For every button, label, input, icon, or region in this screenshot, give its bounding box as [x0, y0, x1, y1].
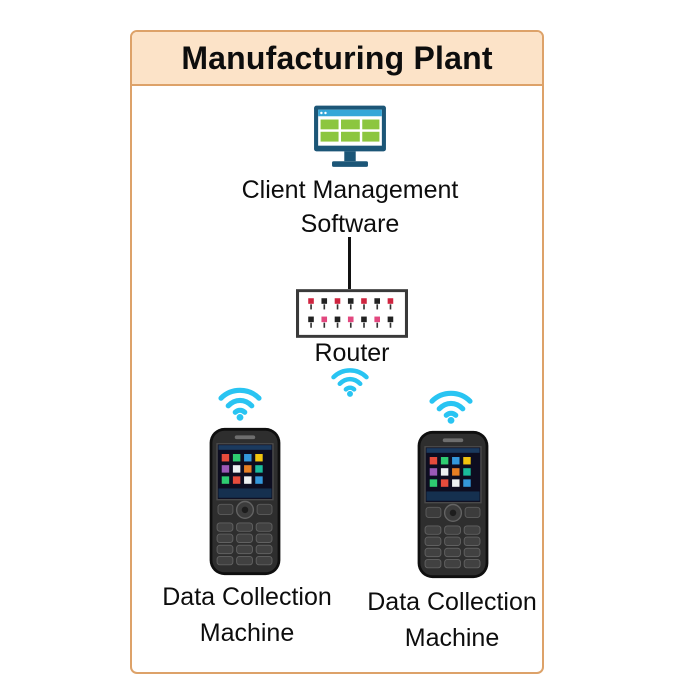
client-label-line2: Software — [300, 210, 400, 238]
device-label: Data Collection Machine — [127, 579, 367, 651]
device-label-line1: Data Collection — [162, 583, 332, 611]
client-software-label: Client Management Software — [200, 173, 500, 241]
wifi-icon — [217, 383, 263, 421]
desktop-monitor-icon — [309, 104, 391, 171]
connector-line — [348, 237, 351, 289]
device-label-line2: Machine — [199, 619, 295, 647]
device-label-line2: Machine — [404, 624, 500, 652]
device-label-line1: Data Collection — [367, 588, 537, 616]
wifi-icon — [330, 364, 370, 397]
router-label: Router — [314, 339, 390, 367]
title-bar: Manufacturing Plant — [132, 32, 542, 86]
device-label: Data Collection Machine — [332, 584, 572, 656]
wifi-icon — [428, 386, 474, 424]
diagram-title: Manufacturing Plant — [181, 39, 493, 76]
router-icon — [296, 289, 408, 338]
handheld-terminal-icon — [411, 430, 495, 579]
client-label-line1: Client Management — [241, 176, 459, 204]
handheld-terminal-icon — [203, 427, 287, 576]
